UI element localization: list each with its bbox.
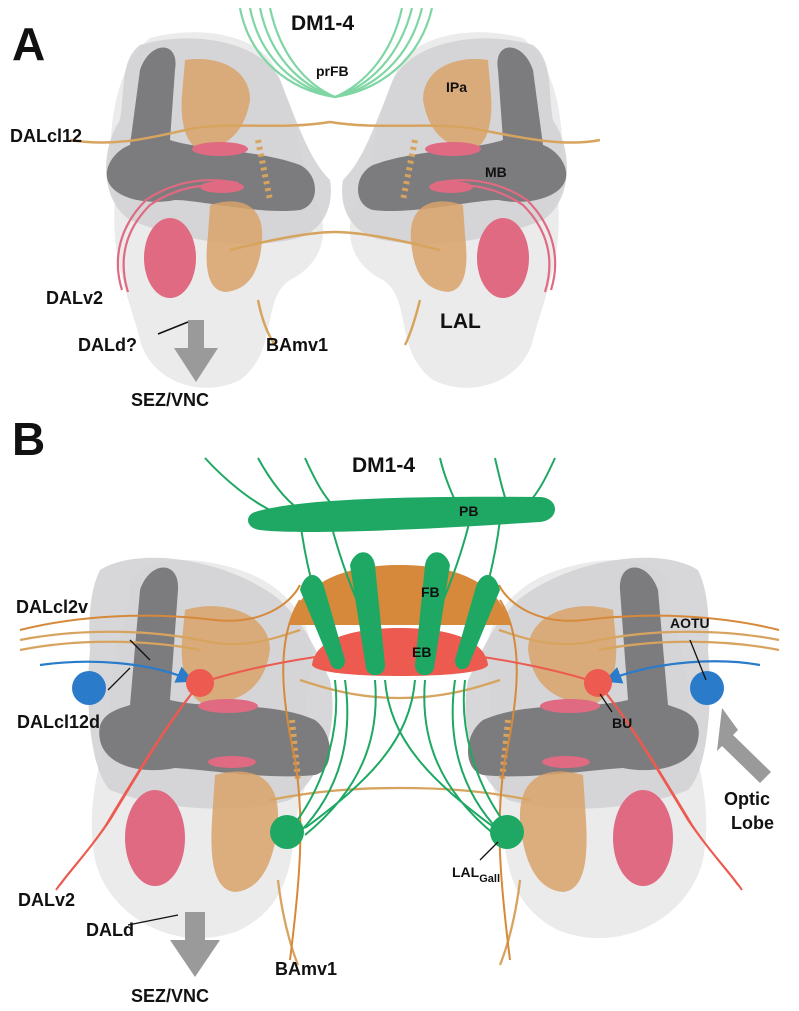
- dalcl2v-label: DALcl2v: [16, 597, 88, 617]
- optic-label-1: Optic: [724, 789, 770, 809]
- dalv2-label-a: DALv2: [46, 288, 103, 308]
- dalcl12d-label: DALcl12d: [17, 712, 100, 732]
- lal-gall-label: LALGall: [452, 864, 500, 885]
- optic-lobe-arrow: [717, 708, 771, 783]
- lal-gall-left: [270, 815, 304, 849]
- bulb-left: [186, 669, 214, 697]
- bamv1-label-a: BAmv1: [266, 335, 328, 355]
- dald-label-a: DALd?: [78, 335, 137, 355]
- aotu-label: AOTU: [670, 615, 710, 631]
- aotu-right: [690, 671, 724, 705]
- bamv1-label-b: BAmv1: [275, 959, 337, 979]
- dalv2-label-b: DALv2: [18, 890, 75, 910]
- mb-label: MB: [485, 164, 507, 180]
- bulb-right: [584, 669, 612, 697]
- sez-label-b: SEZ/VNC: [131, 986, 209, 1006]
- eb-label: EB: [412, 644, 431, 660]
- optic-label-2: Lobe: [731, 813, 774, 833]
- dald-label-b: DALd: [86, 920, 134, 940]
- prfb-label: prFB: [316, 63, 349, 79]
- lal-gall-sub: Gall: [479, 873, 500, 885]
- panel-b: [20, 458, 779, 977]
- panel-a-letter: A: [12, 18, 45, 70]
- protocerebral-bridge: [248, 497, 555, 532]
- ipa-label: IPa: [446, 79, 467, 95]
- bu-label: BU: [612, 715, 632, 731]
- sez-label-a: SEZ/VNC: [131, 390, 209, 410]
- lal-label: LAL: [440, 310, 481, 333]
- pink-oval-left-a: [144, 218, 196, 298]
- pb-label: PB: [459, 503, 478, 519]
- aotu-left: [72, 671, 106, 705]
- lal-gall-right: [490, 815, 524, 849]
- fb-label: FB: [421, 584, 440, 600]
- dalcl12-label: DALcl12: [10, 126, 82, 146]
- panel-b-letter: B: [12, 413, 45, 465]
- dm-label-a: DM1-4: [291, 12, 354, 35]
- lal-gall-main: LAL: [452, 864, 480, 880]
- dm-label-b: DM1-4: [352, 454, 415, 477]
